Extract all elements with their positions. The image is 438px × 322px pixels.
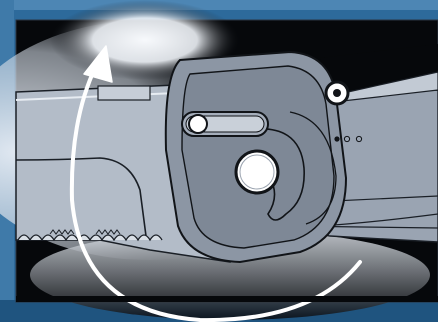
rounded-slot-icon (182, 112, 268, 136)
handle-notch (98, 86, 150, 100)
stop-pin (326, 82, 348, 104)
frame-top-strip (0, 0, 438, 10)
circle-hole-icon (236, 151, 278, 193)
panel-bottom-edge (16, 296, 438, 302)
